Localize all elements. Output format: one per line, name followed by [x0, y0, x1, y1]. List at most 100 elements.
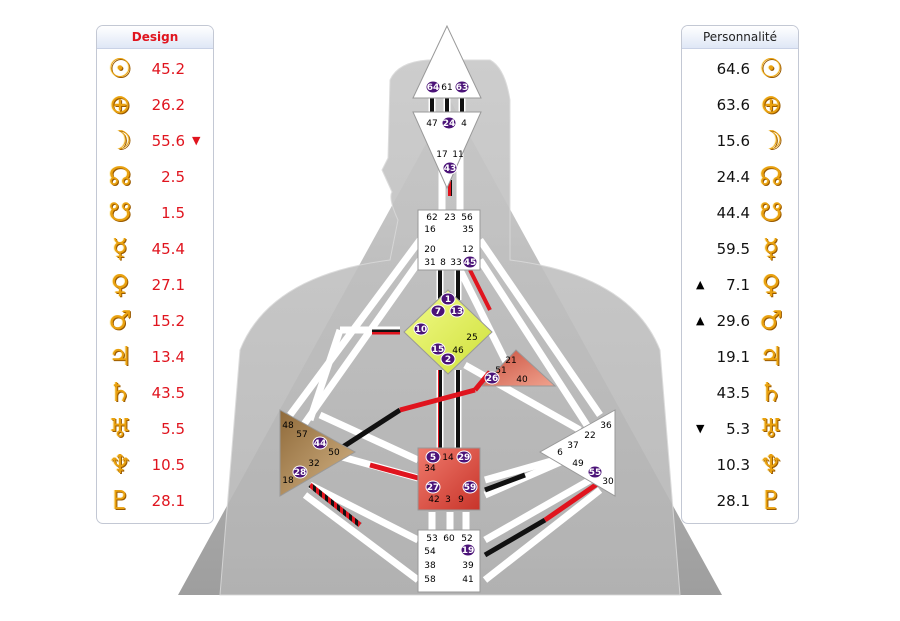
ego-center — [480, 349, 557, 387]
design-title: Design — [97, 26, 213, 49]
mars-icon: ♂ — [759, 306, 783, 336]
svg-text:60: 60 — [443, 534, 455, 544]
gate-24: 24 — [441, 116, 457, 130]
gate-17: 17 — [436, 150, 447, 160]
venus-icon: ♀ — [110, 270, 130, 300]
design-value: 10.5 — [151, 456, 185, 474]
design-value: 15.2 — [151, 312, 185, 330]
gate-62: 62 — [426, 213, 437, 223]
personality-row: ⊕ 63.6 — [682, 90, 798, 120]
svg-text:7: 7 — [435, 307, 441, 317]
svg-text:41: 41 — [462, 575, 473, 585]
personality-row: ♃ 19.1 — [682, 342, 798, 372]
gate-53: 53 — [426, 534, 437, 544]
gate-13: 13 — [449, 304, 465, 318]
personality-value: 43.5 — [716, 384, 750, 402]
g-center — [403, 289, 493, 375]
venus-icon: ♀ — [761, 270, 781, 300]
pluto-icon: ♇ — [759, 486, 783, 516]
personality-row: ☊24.4 — [682, 162, 798, 192]
design-row: ♀27.1 — [97, 270, 213, 300]
svg-text:44: 44 — [314, 439, 327, 449]
gate-19: 19 — [460, 543, 476, 557]
personality-value: 44.4 — [716, 204, 750, 222]
personality-row: ♀7.1▲ — [682, 270, 798, 300]
svg-text:37: 37 — [567, 441, 578, 451]
moon-icon: ☽ — [759, 126, 783, 156]
gate-9: 9 — [458, 495, 464, 505]
design-value: 1.5 — [161, 204, 185, 222]
gate-15: 15 — [430, 342, 446, 356]
gate-35: 35 — [462, 225, 473, 235]
personality-row: ♄43.5 — [682, 378, 798, 408]
gate-18: 18 — [282, 476, 294, 486]
gate-27: 27 — [425, 480, 441, 494]
personality-value: 63.6 — [716, 96, 750, 114]
svg-text:63: 63 — [456, 83, 469, 93]
design-row: ☽55.6▼ — [97, 126, 213, 156]
svg-text:15: 15 — [432, 345, 445, 355]
gate-60: 60 — [443, 534, 455, 544]
svg-text:54: 54 — [424, 547, 436, 557]
gate-8: 8 — [440, 258, 446, 268]
personality-value: 15.6 — [716, 132, 750, 150]
south-node-icon: ☋ — [759, 198, 783, 228]
earth-icon: ⊕ — [760, 90, 782, 120]
personality-row: ☋ 44.4 — [682, 198, 798, 228]
gate-4: 4 — [461, 119, 467, 129]
personality-value: 19.1 — [716, 348, 750, 366]
jupiter-icon: ♃ — [108, 342, 132, 372]
personality-row: ♇28.1 — [682, 486, 798, 516]
svg-text:18: 18 — [282, 476, 294, 486]
personality-value: 10.3 — [716, 456, 750, 474]
gate-64: 64 — [425, 80, 441, 94]
svg-text:42: 42 — [428, 495, 439, 505]
svg-text:49: 49 — [572, 459, 584, 469]
uranus-icon: ♅ — [108, 414, 132, 444]
mercury-icon: ☿ — [763, 234, 779, 264]
svg-text:24: 24 — [443, 119, 456, 129]
svg-text:25: 25 — [466, 333, 477, 343]
gate-48: 48 — [282, 421, 294, 431]
svg-text:20: 20 — [424, 245, 436, 255]
personality-row: ♂29.6▲ — [682, 306, 798, 336]
svg-text:4: 4 — [461, 119, 467, 129]
design-row: ☋ 1.5 — [97, 198, 213, 228]
personality-row: ☽ 15.6 — [682, 126, 798, 156]
gate-44: 44 — [312, 436, 328, 450]
svg-text:33: 33 — [450, 258, 461, 268]
gate-31: 31 — [424, 258, 435, 268]
svg-text:19: 19 — [462, 546, 475, 556]
svg-text:17: 17 — [436, 150, 447, 160]
svg-text:39: 39 — [462, 561, 474, 571]
svg-text:50: 50 — [328, 448, 340, 458]
gate-57: 57 — [296, 430, 307, 440]
mars-icon: ♂ — [108, 306, 132, 336]
moon-icon: ☽ — [108, 126, 132, 156]
svg-text:64: 64 — [427, 83, 440, 93]
north-node-icon: ☊ — [108, 162, 132, 192]
gate-33: 33 — [450, 258, 461, 268]
svg-text:47: 47 — [426, 119, 437, 129]
gate-59: 59 — [462, 480, 478, 494]
svg-text:62: 62 — [426, 213, 437, 223]
gate-26: 26 — [484, 371, 500, 385]
svg-text:5: 5 — [430, 453, 436, 463]
south-node-icon: ☋ — [108, 198, 132, 228]
head-center — [412, 24, 482, 99]
svg-text:26: 26 — [486, 374, 499, 384]
gate-10: 10 — [413, 322, 429, 336]
root-center — [417, 529, 481, 593]
design-row: ♇28.1 — [97, 486, 213, 516]
design-value: 45.4 — [151, 240, 185, 258]
design-row: ♃13.4 — [97, 342, 213, 372]
gate-46: 46 — [452, 346, 464, 356]
design-row: ⊕26.2 — [97, 90, 213, 120]
svg-text:46: 46 — [452, 346, 464, 356]
gate-14: 14 — [442, 453, 454, 463]
jupiter-icon: ♃ — [759, 342, 783, 372]
gate-12: 12 — [462, 245, 473, 255]
svg-text:1: 1 — [445, 295, 451, 305]
svg-text:57: 57 — [296, 430, 307, 440]
